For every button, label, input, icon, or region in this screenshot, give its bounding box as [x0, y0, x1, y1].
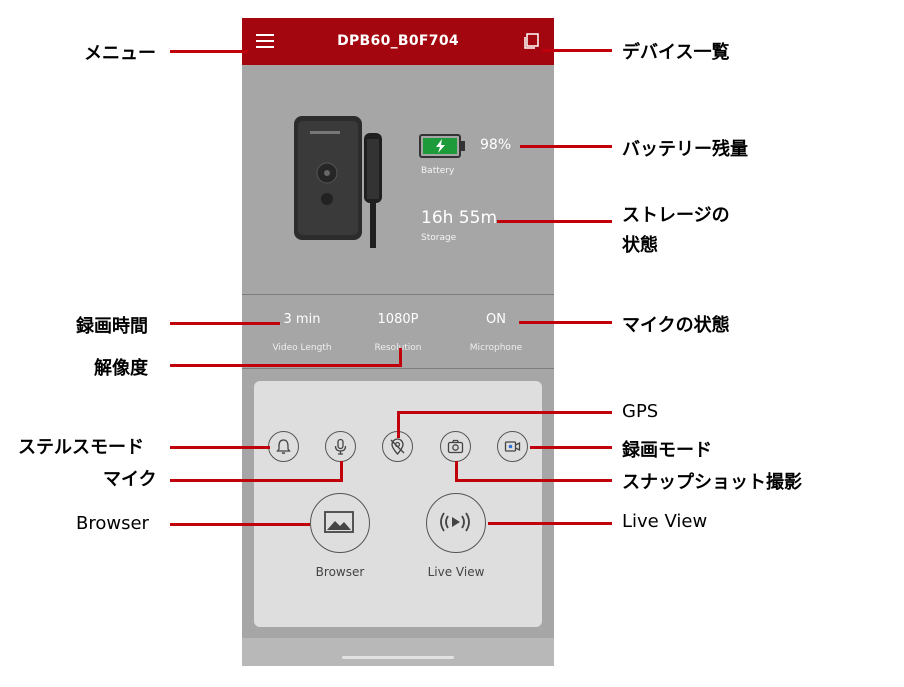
battery-icon [419, 134, 465, 158]
microphone-value: ON [486, 312, 506, 327]
annotation-battery: バッテリー残量 [622, 139, 748, 160]
snapshot-button[interactable] [440, 431, 471, 462]
annotation-resolution: 解像度 [94, 358, 148, 379]
storage-value: 16h 55m [421, 208, 498, 228]
annotation-line [519, 321, 612, 324]
annotation-storage-line2: 状態 [622, 235, 658, 256]
annotation-rec-time: 録画時間 [76, 316, 148, 337]
annotation-rec-mode: 録画モード [622, 440, 712, 461]
video-record-icon [504, 441, 521, 452]
annotation-line [520, 145, 612, 148]
annotation-line [340, 461, 343, 482]
annotation-line [170, 322, 280, 325]
stealth-mode-button[interactable] [268, 431, 299, 462]
page-title: DPB60_B0F704 [337, 33, 459, 49]
menu-icon[interactable] [256, 33, 274, 49]
gps-off-icon [390, 438, 405, 455]
annotation-line [170, 364, 401, 367]
annotation-line [455, 461, 458, 482]
microphone-icon [334, 438, 347, 455]
live-view-button[interactable] [426, 493, 486, 553]
battery-value: 98% [480, 137, 512, 153]
annotation-storage-line1: ストレージの [622, 205, 730, 226]
annotation-line [488, 522, 612, 525]
header-bar: DPB60_B0F704 [242, 18, 554, 65]
annotation-line [170, 50, 248, 53]
annotation-line [542, 49, 612, 52]
record-mode-button[interactable] [497, 431, 528, 462]
annotation-line [170, 479, 342, 482]
annotation-line [170, 446, 270, 449]
battery-label: Battery [421, 166, 455, 176]
annotation-line [170, 523, 310, 526]
annotation-menu: メニュー [84, 43, 156, 64]
live-view-icon [440, 512, 470, 532]
annotation-liveview: Live View [622, 511, 708, 532]
annotation-line [398, 411, 612, 414]
home-indicator [342, 656, 454, 659]
resolution-label: Resolution [374, 343, 422, 353]
video-length-label: Video Length [272, 343, 332, 353]
live-view-label: Live View [427, 565, 485, 579]
annotation-line [399, 348, 402, 367]
annotation-device-list: デバイス一覧 [622, 42, 730, 63]
microphone-label: Microphone [469, 343, 523, 353]
annotation-line [397, 411, 400, 438]
browser-label: Browser [315, 565, 365, 579]
bell-icon [276, 439, 291, 454]
divider [242, 368, 554, 369]
annotation-line [497, 220, 612, 223]
microphone-button[interactable] [325, 431, 356, 462]
bottom-bar [242, 638, 554, 666]
device-list-icon[interactable] [522, 32, 540, 50]
annotation-gps: GPS [622, 401, 659, 422]
annotation-line [530, 446, 612, 449]
annotation-snapshot: スナップショット撮影 [622, 472, 802, 493]
storage-label: Storage [421, 233, 457, 243]
annotation-mic: マイク [103, 469, 157, 490]
resolution-value: 1080P [377, 312, 419, 327]
video-length-value: 3 min [283, 312, 321, 327]
browser-button[interactable] [310, 493, 370, 553]
annotation-browser: Browser [76, 513, 149, 534]
annotation-line [456, 479, 612, 482]
device-image [294, 113, 382, 248]
annotation-stealth: ステルスモード [18, 437, 144, 458]
image-gallery-icon [324, 511, 354, 533]
annotation-mic-status: マイクの状態 [622, 315, 730, 336]
camera-icon [447, 439, 464, 454]
divider [242, 294, 554, 295]
app-screen: DPB60_B0F704 98% Battery 16h 55m Stor [242, 18, 554, 666]
